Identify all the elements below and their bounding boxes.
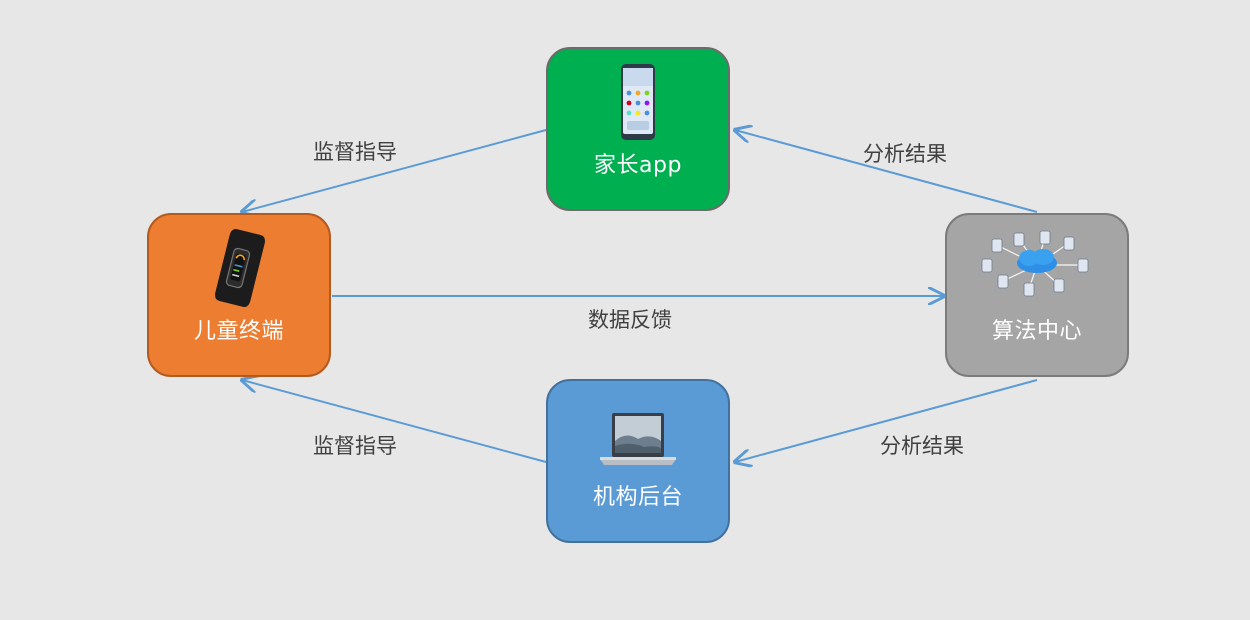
edge-label-algo-to-org: 分析结果	[880, 434, 964, 458]
arrow-algo-to-org	[735, 379, 1038, 462]
node-algorithm-center: 算法中心	[945, 213, 1129, 377]
node-label: 算法中心	[991, 319, 1082, 344]
node-child-terminal: 儿童终端	[147, 213, 331, 377]
smartphone-icon	[618, 63, 658, 145]
node-label: 机构后台	[592, 485, 683, 510]
edge-label-child-to-algo: 数据反馈	[588, 308, 672, 332]
node-org-backend: 机构后台	[546, 379, 730, 543]
server-cloud-icon	[979, 229, 1095, 303]
arrow-algo-to-parent	[735, 130, 1038, 213]
arrow-org-to-child	[242, 380, 547, 463]
edge-label-org-to-child: 监督指导	[313, 434, 397, 458]
edge-label-algo-to-parent: 分析结果	[863, 142, 947, 166]
node-parent-app: 家长app	[546, 47, 730, 211]
laptop-icon	[598, 411, 678, 473]
arrow-parent-to-child	[242, 129, 547, 212]
smartwatch-icon	[208, 228, 270, 311]
edge-label-parent-to-child: 监督指导	[313, 140, 397, 164]
node-label: 家长app	[594, 153, 682, 178]
node-label: 儿童终端	[193, 319, 284, 344]
